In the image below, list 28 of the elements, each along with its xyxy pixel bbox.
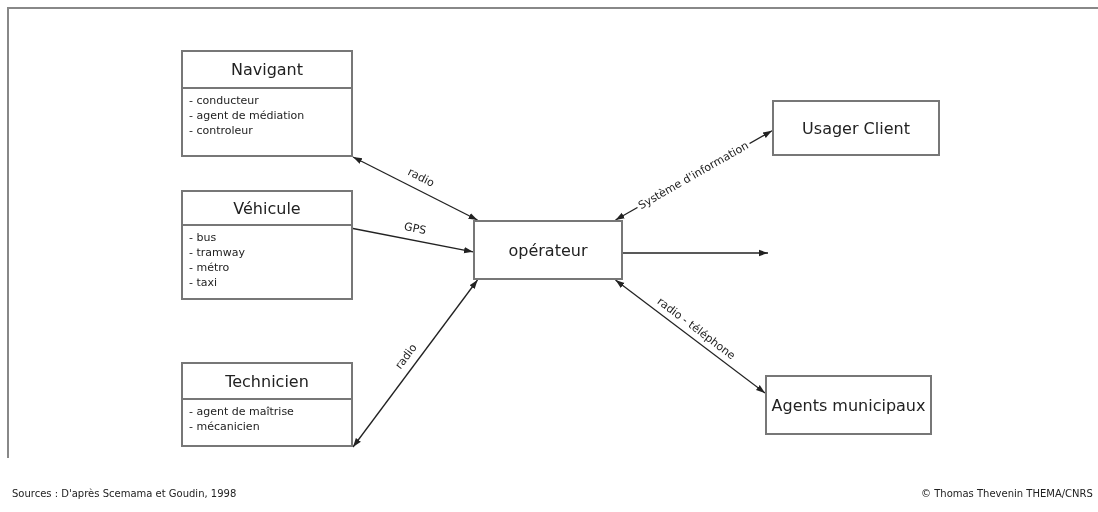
list-item: - tramway	[189, 245, 246, 260]
source-note: Sources : D'après Scemama et Goudin, 1998	[12, 488, 237, 499]
list-item: - métro	[189, 260, 231, 275]
list-item: - controleur	[189, 123, 254, 138]
list-item: - agent de médiation	[189, 108, 306, 123]
class-box	[181, 50, 353, 157]
list-item: - bus	[189, 230, 218, 245]
entity-box	[772, 100, 940, 156]
entity-box	[473, 220, 623, 280]
arrow	[614, 279, 766, 394]
box-heading: Navigant	[183, 52, 351, 89]
copyright-note: © Thomas Thevenin THEMA/CNRS	[921, 488, 1093, 499]
class-box	[181, 362, 353, 447]
list-item: - mécanicien	[189, 419, 261, 434]
box-label: Usager Client	[802, 118, 910, 138]
box-label: opérateur	[508, 240, 588, 260]
arrow	[352, 156, 479, 221]
class-box	[181, 190, 353, 300]
list-item: - taxi	[189, 275, 219, 290]
arrow	[352, 227, 474, 254]
arrow	[352, 279, 479, 448]
box-heading: Véhicule	[183, 192, 351, 226]
box-label: Agents municipaux	[771, 395, 926, 415]
list-item: - conducteur	[189, 93, 260, 108]
box-heading: Technicien	[183, 364, 351, 400]
entity-box	[765, 375, 932, 435]
list-item: - agent de maîtrise	[189, 404, 295, 419]
arrow	[622, 249, 769, 257]
